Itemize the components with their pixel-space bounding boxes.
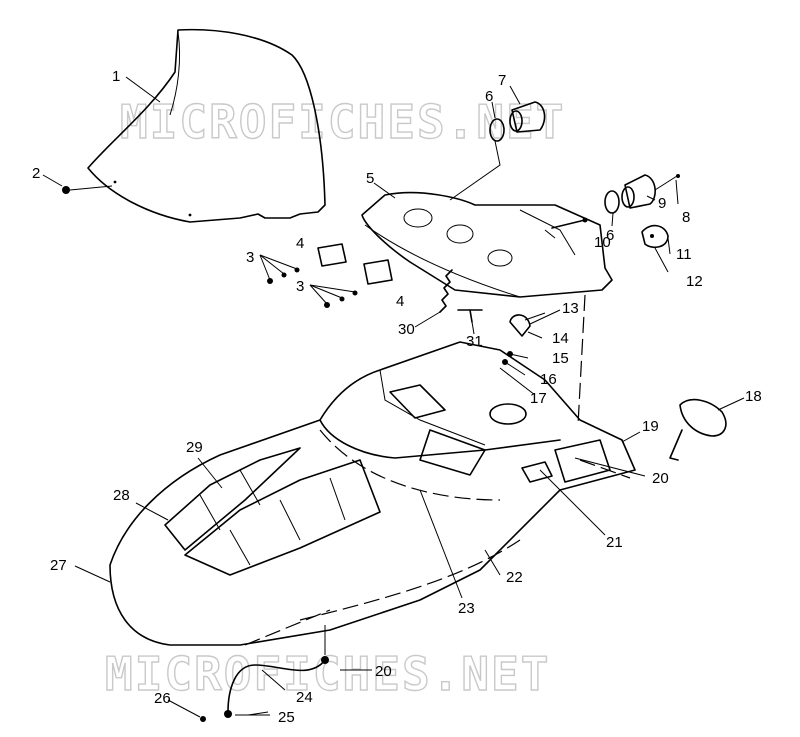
- callout-6: 6: [485, 88, 493, 105]
- callout-14: 14: [552, 330, 569, 347]
- callout-24: 24: [296, 689, 313, 706]
- callout-3: 3: [246, 249, 254, 266]
- callout-28: 28: [113, 487, 130, 504]
- screw: [62, 185, 113, 194]
- leader-lines: [42, 76, 745, 718]
- callout-23: 23: [458, 600, 475, 617]
- callout-5: 5: [366, 170, 374, 187]
- callout-16: 16: [540, 371, 557, 388]
- callout-15: 15: [552, 350, 569, 367]
- callout-25: 25: [278, 709, 295, 726]
- callout-11: 11: [676, 246, 692, 263]
- callout-4: 4: [296, 235, 304, 252]
- mirror: [669, 398, 727, 461]
- callout-4: 4: [396, 293, 404, 310]
- callout-22: 22: [506, 569, 523, 586]
- callout-19: 19: [642, 418, 659, 435]
- watermark-top: MICROFICHES.NET: [120, 95, 565, 149]
- callout-3: 3: [296, 278, 304, 295]
- cap: [641, 224, 669, 249]
- assembly-guide: [577, 294, 586, 426]
- bolt: [551, 217, 588, 229]
- gauge-right: [604, 174, 680, 214]
- callout-26: 26: [154, 690, 171, 707]
- callout-31: 31: [466, 333, 483, 350]
- callout-1: 1: [112, 68, 120, 85]
- callout-21: 21: [606, 534, 623, 551]
- callout-17: 17: [530, 390, 547, 407]
- callout-labels: 1 2 3 3 4 4 5 6 6 7 8 9 10 11 12 13 14 1…: [32, 68, 762, 726]
- watermark-bottom: MICROFICHES.NET: [105, 647, 550, 701]
- cable: [200, 625, 329, 722]
- callout-20: 20: [652, 470, 669, 487]
- bracket-upper: [259, 243, 347, 284]
- hood: [109, 341, 636, 646]
- callout-30: 30: [398, 321, 415, 338]
- spring: [439, 269, 453, 313]
- callout-7: 7: [498, 72, 506, 89]
- callout-10: 10: [594, 234, 611, 251]
- callout-18: 18: [745, 388, 762, 405]
- callout-20: 20: [375, 663, 392, 680]
- callout-13: 13: [562, 300, 579, 317]
- callout-12: 12: [686, 273, 703, 290]
- bracket-lower: [309, 259, 393, 308]
- gauge-top: [449, 101, 546, 201]
- callout-29: 29: [186, 439, 203, 456]
- callout-8: 8: [682, 209, 690, 226]
- callout-6: 6: [606, 227, 614, 244]
- assembly-guide: [579, 459, 631, 479]
- dash-panel: [361, 191, 613, 298]
- callout-9: 9: [658, 195, 666, 212]
- pin: [457, 309, 483, 323]
- callout-27: 27: [50, 557, 67, 574]
- windshield: [87, 28, 326, 223]
- callout-2: 2: [32, 165, 40, 182]
